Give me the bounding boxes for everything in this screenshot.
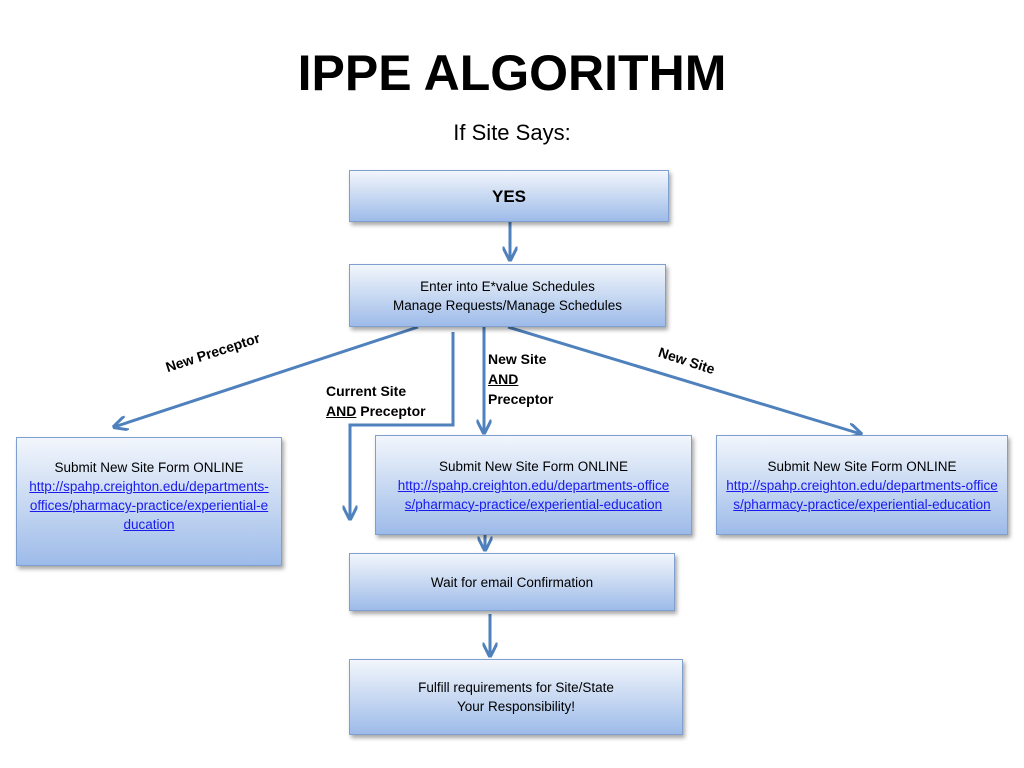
form-right-box: Submit New Site Form ONLINE http://spahp…	[716, 435, 1008, 535]
evalue-box: Enter into E*value Schedules Manage Requ…	[349, 264, 666, 327]
fulfill-box: Fulfill requirements for Site/State Your…	[349, 659, 683, 735]
arrow-current-site	[350, 332, 455, 519]
label-current-site-and-preceptor: Current Site AND Preceptor	[326, 381, 426, 421]
yes-label: YES	[491, 186, 527, 206]
label-new-site-line1: New Site	[488, 351, 547, 367]
form-left-box: Submit New Site Form ONLINE http://spahp…	[16, 437, 282, 566]
form-left-text: Submit New Site Form ONLINE	[54, 460, 244, 475]
arrow-new-preceptor	[114, 325, 419, 427]
evalue-line2: Manage Requests/Manage Schedules	[393, 297, 622, 313]
form-left-link[interactable]: http://spahp.creighton.edu/departments-o…	[29, 479, 269, 532]
wait-box: Wait for email Confirmation	[349, 553, 675, 611]
form-right-link[interactable]: http://spahp.creighton.edu/departments-o…	[726, 477, 998, 512]
label-current-site-line2: Preceptor	[356, 403, 426, 419]
label-current-site-line1: Current Site	[326, 383, 407, 399]
form-center-box: Submit New Site Form ONLINE http://spahp…	[375, 435, 692, 535]
subtitle: If Site Says:	[453, 120, 571, 145]
label-new-site-and: AND	[488, 371, 519, 387]
yes-box: YES	[349, 170, 669, 222]
wait-text: Wait for email Confirmation	[430, 574, 594, 590]
form-center-text: Submit New Site Form ONLINE	[438, 458, 629, 474]
form-right-text: Submit New Site Form ONLINE	[767, 458, 957, 474]
label-current-site-and: AND	[326, 403, 357, 419]
fulfill-line2: Your Responsibility!	[456, 699, 576, 714]
fulfill-line1: Fulfill requirements for Site/State	[418, 680, 614, 695]
label-new-site-line3: Preceptor	[488, 391, 554, 407]
arrow-new-site	[507, 325, 861, 434]
form-center-link[interactable]: http://spahp.creighton.edu/departments-o…	[397, 477, 670, 512]
label-new-site-and-preceptor: New Site AND Preceptor	[488, 349, 553, 409]
evalue-line1: Enter into E*value Schedules	[420, 278, 595, 294]
page-title: IPPE ALGORITHM	[297, 45, 727, 101]
